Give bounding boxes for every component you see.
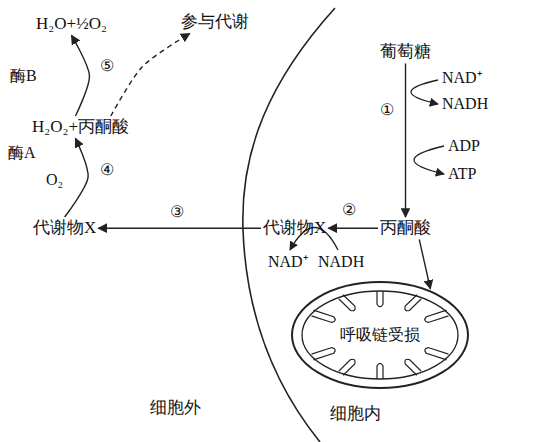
substance-label: H₂O+½O₂ <box>34 13 109 35</box>
substance-label: 代谢物X <box>261 217 328 239</box>
node-text: 呼吸链受损 <box>337 324 423 345</box>
node-text: H₂O+½O₂ <box>36 14 107 33</box>
atp-arrow <box>414 146 444 174</box>
mitochondrion: 呼吸链受损 <box>290 280 470 390</box>
node-text: H₂O₂+丙酮酸 <box>32 117 129 136</box>
coenzyme: NADH <box>442 94 488 113</box>
inner-membrane <box>302 291 458 379</box>
crista <box>405 295 421 311</box>
crista <box>405 359 421 375</box>
substance-label: 代谢物X <box>31 217 98 239</box>
coenzyme: NADH <box>318 252 364 271</box>
energy-label: ADP <box>448 136 480 155</box>
flow-arrow <box>65 138 89 217</box>
step-number: ② <box>342 200 356 219</box>
cell-membrane <box>243 8 335 442</box>
enzyme-label: 酶A <box>8 143 36 162</box>
crista <box>377 363 383 379</box>
outer-membrane <box>292 282 468 388</box>
region-label: 细胞外 <box>150 398 201 418</box>
crista <box>312 348 336 360</box>
node-text: 丙酮酸 <box>380 218 431 237</box>
step-number: ① <box>380 100 394 119</box>
crista <box>425 348 449 360</box>
region-label: 细胞内 <box>330 404 381 424</box>
substance-label: 葡萄糖 <box>378 41 433 63</box>
coenzyme: NAD⁺ <box>268 252 308 271</box>
node-text: 代谢物X <box>33 218 96 237</box>
step-number: ④ <box>100 160 114 179</box>
crista <box>339 359 355 375</box>
coenzyme: NAD⁺ <box>442 68 482 87</box>
substance-label: 丙酮酸 <box>378 217 433 239</box>
substance-label: H₂O₂+丙酮酸 <box>30 116 131 138</box>
step-number: ③ <box>170 202 184 221</box>
crista <box>312 310 336 322</box>
node-text: 代谢物X <box>263 218 326 237</box>
flow-arrow <box>419 239 430 288</box>
enzyme-label: 酶B <box>10 66 37 85</box>
crista <box>339 295 355 311</box>
crista <box>377 291 383 307</box>
flow-arrow <box>72 35 90 116</box>
coenzyme-arrow <box>411 80 438 104</box>
flow-arrow <box>111 33 190 116</box>
node-text: 葡萄糖 <box>380 42 431 61</box>
step-number: ⑤ <box>100 56 114 75</box>
flow-arrow <box>405 63 406 217</box>
substance-label: O₂ <box>46 170 63 189</box>
process-label: 参与代谢 <box>179 11 251 33</box>
flow-arrow <box>98 227 261 228</box>
energy-label: ATP <box>448 164 476 183</box>
flow-arrow <box>328 227 378 228</box>
node-text: 参与代谢 <box>181 12 249 31</box>
crista <box>425 310 449 322</box>
